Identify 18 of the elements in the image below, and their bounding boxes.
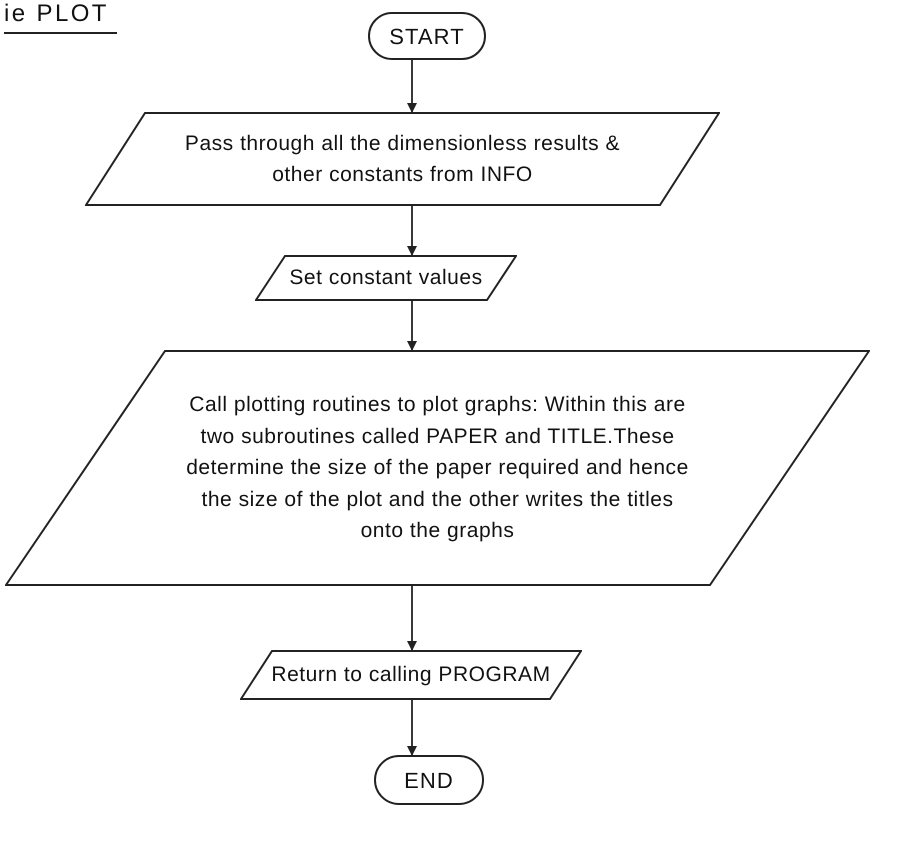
terminal-box xyxy=(368,12,486,60)
arrow xyxy=(407,700,417,756)
arrow xyxy=(407,60,417,113)
input-output-parallelogram xyxy=(85,112,720,206)
input-output-parallelogram xyxy=(255,255,517,301)
title: ie PLOT xyxy=(4,0,117,34)
terminal-box xyxy=(374,755,484,805)
node-text: END xyxy=(404,766,454,794)
arrow xyxy=(407,301,417,351)
arrow xyxy=(407,586,417,651)
input-output-parallelogram xyxy=(240,650,582,700)
node-text: Set constant values xyxy=(288,265,484,292)
node-text: Pass through all the dimensionless results & other constants from INFO xyxy=(184,130,622,188)
node-text: Return to calling PROGRAM xyxy=(270,662,552,688)
node-text: Call plotting routines to plot graphs: Within this are two subroutines called PAPER and TITLE.These determine the size of the paper required and hence the size of the plot and the other writes the titles onto the graphs xyxy=(185,392,690,544)
node-text: START xyxy=(389,22,465,50)
input-output-parallelogram xyxy=(5,350,870,586)
arrow xyxy=(407,206,417,256)
